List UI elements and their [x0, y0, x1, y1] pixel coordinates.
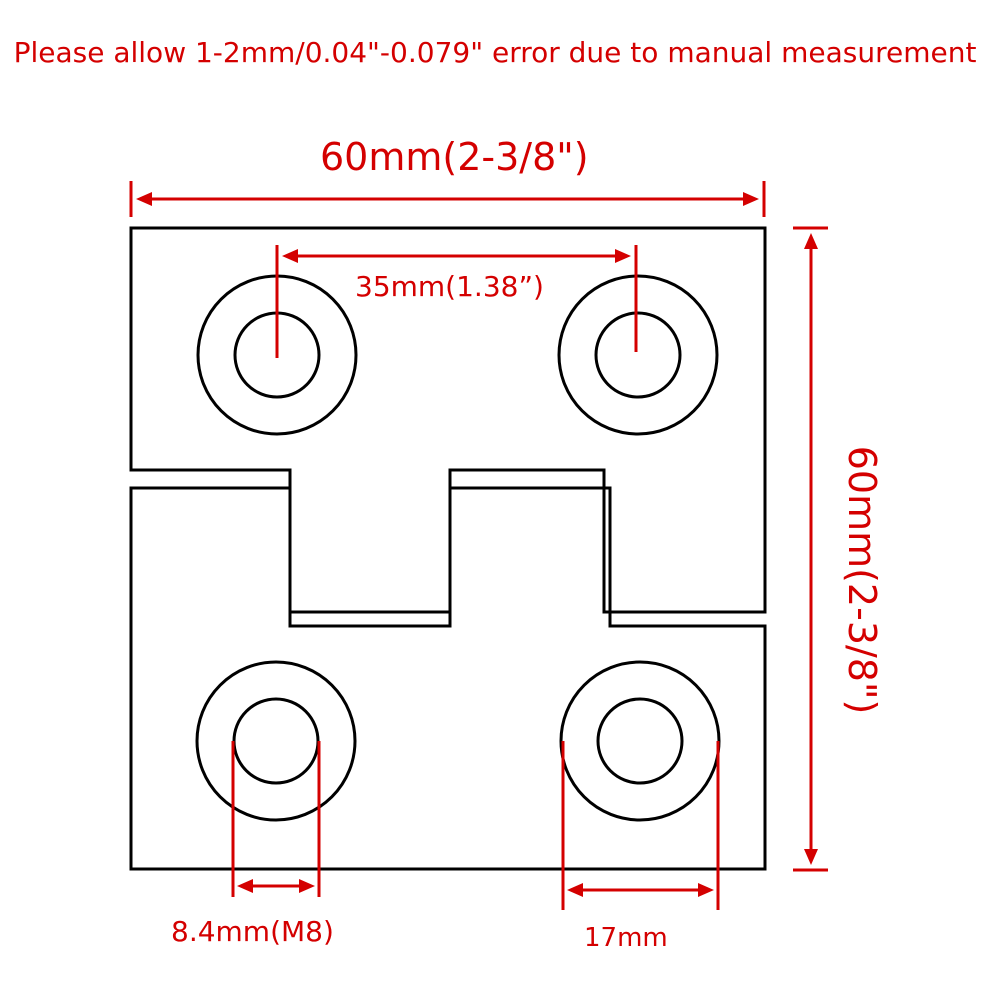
- mounting-hole-top-right: [557, 274, 719, 436]
- width-label: 60mm(2-3/8"): [320, 135, 589, 179]
- hole-diameter-label: 8.4mm(M8): [171, 915, 334, 948]
- height-label: 60mm(2-3/8"): [840, 445, 884, 715]
- hole-spacing-label: 35mm(1.38”): [355, 270, 544, 303]
- lower-hinge-leaf: [129, 486, 767, 871]
- mounting-hole-bottom-right: [559, 660, 721, 822]
- height-dimension-line: [793, 226, 828, 872]
- mounting-hole-bottom-left: [195, 660, 357, 822]
- measurement-error-note: Please allow 1-2mm/0.04"-0.079" error du…: [13, 36, 977, 69]
- width-dimension-line: [129, 181, 766, 217]
- hole-spacing-dimension-line: [275, 245, 638, 358]
- countersink-label: 17mm: [584, 923, 668, 953]
- hole-diameter-dimension-line: [231, 741, 321, 897]
- countersink-dimension-line: [561, 741, 720, 910]
